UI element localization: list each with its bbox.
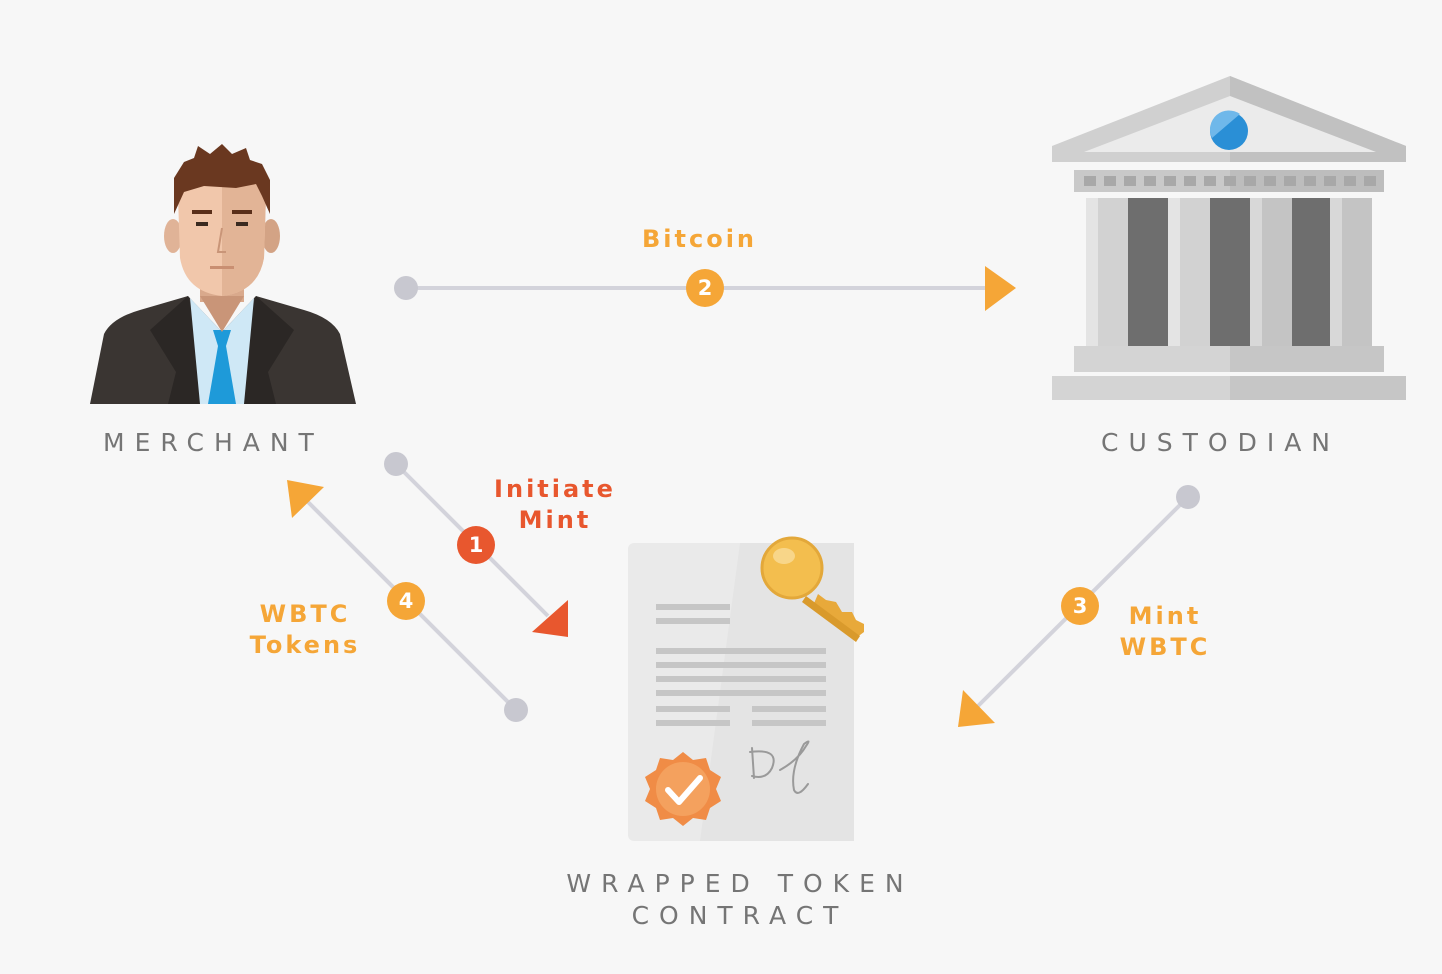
step-1-label-line1: Initiate <box>494 475 616 503</box>
step-4-label-line1: WBTC <box>259 600 351 628</box>
step-2-label: Bitcoin <box>642 224 757 255</box>
step-1-label: Initiate Mint <box>480 474 630 536</box>
merchant-label: MERCHANT <box>103 428 324 457</box>
key-icon <box>760 536 864 642</box>
contract-label-line1: WRAPPED TOKEN <box>566 869 914 898</box>
step-4-label-line2: Tokens <box>249 631 361 659</box>
check-seal-icon <box>645 752 721 826</box>
step-3-label-line2: WBTC <box>1119 633 1211 661</box>
step-2-label-line1: Bitcoin <box>642 225 758 253</box>
step-4-badge: 4 <box>387 582 425 620</box>
step-1-badge: 1 <box>457 526 495 564</box>
arrowhead-right-icon <box>985 266 1016 311</box>
step-4-label: WBTC Tokens <box>230 599 380 661</box>
step-1-label-line2: Mint <box>518 506 592 534</box>
step-2-badge: 2 <box>686 269 724 307</box>
step-3-badge: 3 <box>1061 587 1099 625</box>
bank-building-icon <box>1052 76 1406 400</box>
businessman-icon <box>90 144 356 404</box>
contract-label: WRAPPED TOKEN CONTRACT <box>540 868 940 932</box>
step-3-label-line1: Mint <box>1128 602 1202 630</box>
contract-label-line2: CONTRACT <box>631 901 849 930</box>
step-3-label: Mint WBTC <box>1090 601 1240 663</box>
arrowhead-up-left-icon <box>287 480 324 518</box>
custodian-label: CUSTODIAN <box>1101 428 1340 457</box>
arrowhead-down-right-icon <box>532 600 568 637</box>
arrowhead-down-left-icon <box>958 690 995 727</box>
